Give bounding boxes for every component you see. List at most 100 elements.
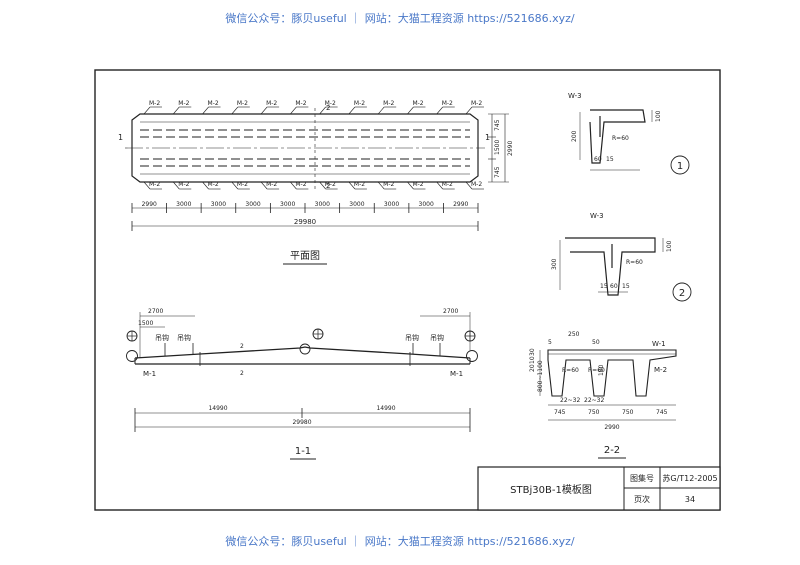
insert-leader-bottom — [173, 181, 180, 190]
sec22-m: M-2 — [654, 366, 667, 374]
sec22-profile — [547, 349, 677, 397]
sec22-left-1: 30 — [529, 348, 536, 356]
sec22-b4: 745 — [656, 409, 668, 416]
sec22-title: 2-2 — [604, 445, 620, 456]
insert-leader-top — [407, 106, 414, 115]
sec22-mid-2: R=60 — [562, 367, 579, 374]
insert-label-top: M-2 — [237, 100, 248, 107]
plan-total: 29980 — [294, 218, 316, 226]
hook-label-2: 吊钩 — [177, 333, 191, 342]
insert-label-bottom: M-2 — [354, 181, 365, 188]
detail2-profile — [565, 237, 656, 296]
seg-dim-value: 3000 — [176, 201, 191, 208]
right-dim-1: 745 — [494, 119, 501, 131]
detail2-mark: 2 — [679, 288, 685, 299]
detail2-b1: 15 — [600, 283, 608, 290]
insert-leader-bottom — [290, 181, 297, 190]
detail2-circle — [672, 282, 692, 302]
detail2-r: R=60 — [626, 259, 643, 266]
half-dim-1: 14990 — [208, 405, 227, 412]
detail1-t: 100 — [655, 110, 662, 122]
detail2-w: W-3 — [590, 212, 604, 220]
seg-dim-value: 3000 — [245, 201, 260, 208]
insert-leader-top — [231, 106, 239, 115]
sec22-total: 2990 — [604, 424, 619, 431]
sec11-cut-top: 2 — [240, 343, 244, 350]
right-top-value: 2700 — [443, 308, 458, 315]
section-1-1: 2700 1500 2700 吊钩 吊钩 吊钩 吊钩 M-1 M-1 2 2 1… — [126, 308, 478, 460]
plan-outline — [131, 113, 479, 183]
sec11-total: 29980 — [292, 419, 311, 426]
top-chord — [134, 346, 471, 359]
insert-leader-bottom — [465, 181, 473, 190]
detail1-profile — [589, 109, 646, 164]
end-circle-right — [466, 350, 478, 362]
sec22-top-1: 250 — [568, 331, 580, 338]
end-circle-left — [126, 350, 138, 362]
insert-label-bottom: M-2 — [237, 181, 248, 188]
sec22-rebar-1: 22~32 — [560, 397, 580, 404]
insert-label-bottom: M-2 — [471, 181, 482, 188]
cut-mark-top: 2 — [326, 104, 330, 112]
insert-label-bottom: M-2 — [266, 181, 277, 188]
right-dim-2: 1500 — [494, 140, 501, 155]
insert-label-top: M-2 — [325, 100, 336, 107]
insert-leader-bottom — [348, 181, 356, 190]
insert-label-bottom: M-2 — [208, 181, 219, 188]
insert-label-top: M-2 — [354, 100, 365, 107]
seg-dim-value: 3000 — [349, 201, 364, 208]
left-outer-value: 2700 — [148, 308, 163, 315]
insert-leader-bottom — [436, 181, 443, 190]
seg-dim-value: 3000 — [315, 201, 330, 208]
seg-dim-value: 2990 — [453, 201, 468, 208]
sec22-left-4: 800~1100 — [537, 360, 544, 392]
sec22-mid-3: R=60 — [588, 367, 605, 374]
detail1-r: R=60 — [612, 135, 629, 142]
sec22-top-2: 5 — [548, 339, 552, 346]
left-inner-value: 1500 — [138, 320, 153, 327]
detail2-t: 100 — [666, 240, 673, 252]
sec22-b1: 745 — [554, 409, 566, 416]
section-mark-left: 1 — [118, 133, 123, 142]
hook-label-4: 吊钩 — [430, 333, 444, 342]
section-mark-right: 1 — [485, 133, 490, 142]
insert-leader-top — [173, 106, 180, 115]
drawing-frame — [94, 69, 721, 511]
detail1-circle — [670, 155, 690, 175]
insert-label-top: M-2 — [149, 100, 160, 107]
insert-leader-top — [465, 106, 473, 115]
insert-label-bottom: M-2 — [325, 181, 336, 188]
hook-label-3: 吊钩 — [405, 333, 419, 342]
end-label-left: M-1 — [143, 370, 156, 378]
insert-label-top: M-2 — [266, 100, 277, 107]
insert-leader-bottom — [260, 181, 268, 190]
detail1-mark: 1 — [677, 161, 683, 172]
sec22-left-2: 10 — [529, 356, 536, 364]
seg-dim-value: 3000 — [419, 201, 434, 208]
sec11-cut-bottom: 2 — [240, 370, 244, 377]
cut-mark-bottom: 2 — [326, 182, 330, 190]
right-dim-3: 745 — [494, 166, 501, 178]
insert-label-top: M-2 — [208, 100, 219, 107]
right-total: 2990 — [507, 141, 514, 156]
seg-dim-value: 3000 — [280, 201, 295, 208]
watermark-bottom: 微信公众号：豚贝useful ｜ 网站：大猫工程资源 https://52168… — [225, 535, 575, 548]
sec22-rebar-2: 22~32 — [584, 397, 604, 404]
detail-2: W-3 300 100 15 60 15 R=60 2 — [551, 212, 692, 302]
sec11-title: 1-1 — [295, 446, 311, 457]
insert-leader-top — [319, 106, 326, 115]
hook-label-1: 吊钩 — [155, 333, 169, 342]
end-label-right: M-1 — [450, 370, 463, 378]
insert-leader-bottom — [202, 181, 209, 190]
detail1-b1: 60 — [594, 156, 602, 163]
sec22-w: W-1 — [652, 340, 666, 348]
drawing-title: STBj30B-1模板图 — [510, 483, 592, 496]
insert-leader-top — [348, 106, 356, 115]
insert-leader-top — [436, 106, 443, 115]
insert-label-top: M-2 — [295, 100, 306, 107]
insert-leader-bottom — [231, 181, 239, 190]
page-value: 34 — [685, 495, 695, 504]
